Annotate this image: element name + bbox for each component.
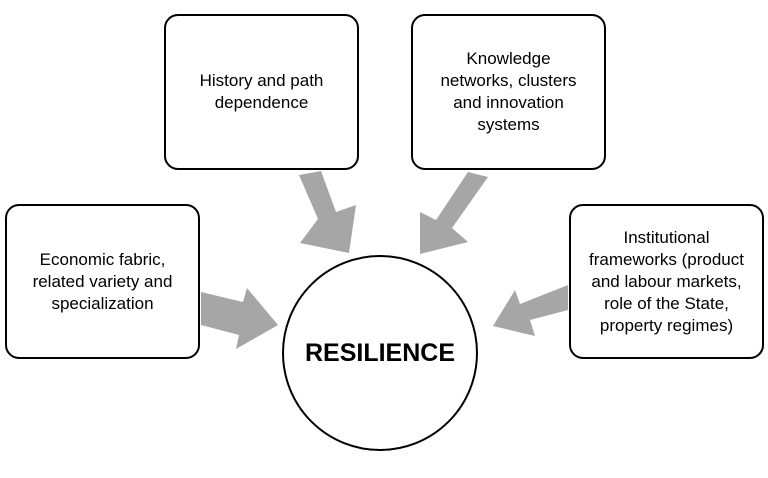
- arrow-knowledge-to-resilience: [420, 172, 488, 254]
- factor-text-history: History and path dependence: [200, 70, 324, 114]
- arrow-institutional-to-resilience: [493, 285, 568, 336]
- text-line: property regimes): [599, 315, 734, 335]
- factor-box-institutional: Institutional frameworks (product and la…: [569, 204, 764, 359]
- text-line: and labour markets,: [591, 271, 742, 291]
- factor-box-knowledge: Knowledge networks, clusters and innovat…: [411, 14, 606, 170]
- text-line: and innovation: [453, 93, 564, 112]
- text-line: networks, clusters: [440, 71, 577, 90]
- text-line: related variety and: [32, 271, 173, 291]
- text-line: Institutional: [623, 227, 710, 247]
- text-line: History and path: [199, 71, 324, 90]
- text-line: dependence: [214, 93, 309, 112]
- factor-box-history: History and path dependence: [164, 14, 359, 170]
- factor-text-knowledge: Knowledge networks, clusters and innovat…: [440, 48, 576, 136]
- text-line: Economic fabric,: [39, 249, 166, 269]
- text-line: Knowledge: [466, 49, 551, 68]
- factor-text-economic: Economic fabric, related variety and spe…: [33, 249, 173, 315]
- resilience-label: RESILIENCE: [304, 338, 456, 367]
- text-line: frameworks (product: [589, 249, 744, 269]
- text-line: specialization: [51, 293, 154, 313]
- factor-text-institutional: Institutional frameworks (product and la…: [589, 227, 744, 337]
- arrow-history-to-resilience: [299, 171, 356, 253]
- arrow-economic-to-resilience: [201, 288, 278, 349]
- factor-box-economic: Economic fabric, related variety and spe…: [5, 204, 200, 359]
- resilience-circle: RESILIENCE: [282, 255, 478, 451]
- text-line: systems: [477, 115, 540, 134]
- text-line: role of the State,: [604, 293, 729, 313]
